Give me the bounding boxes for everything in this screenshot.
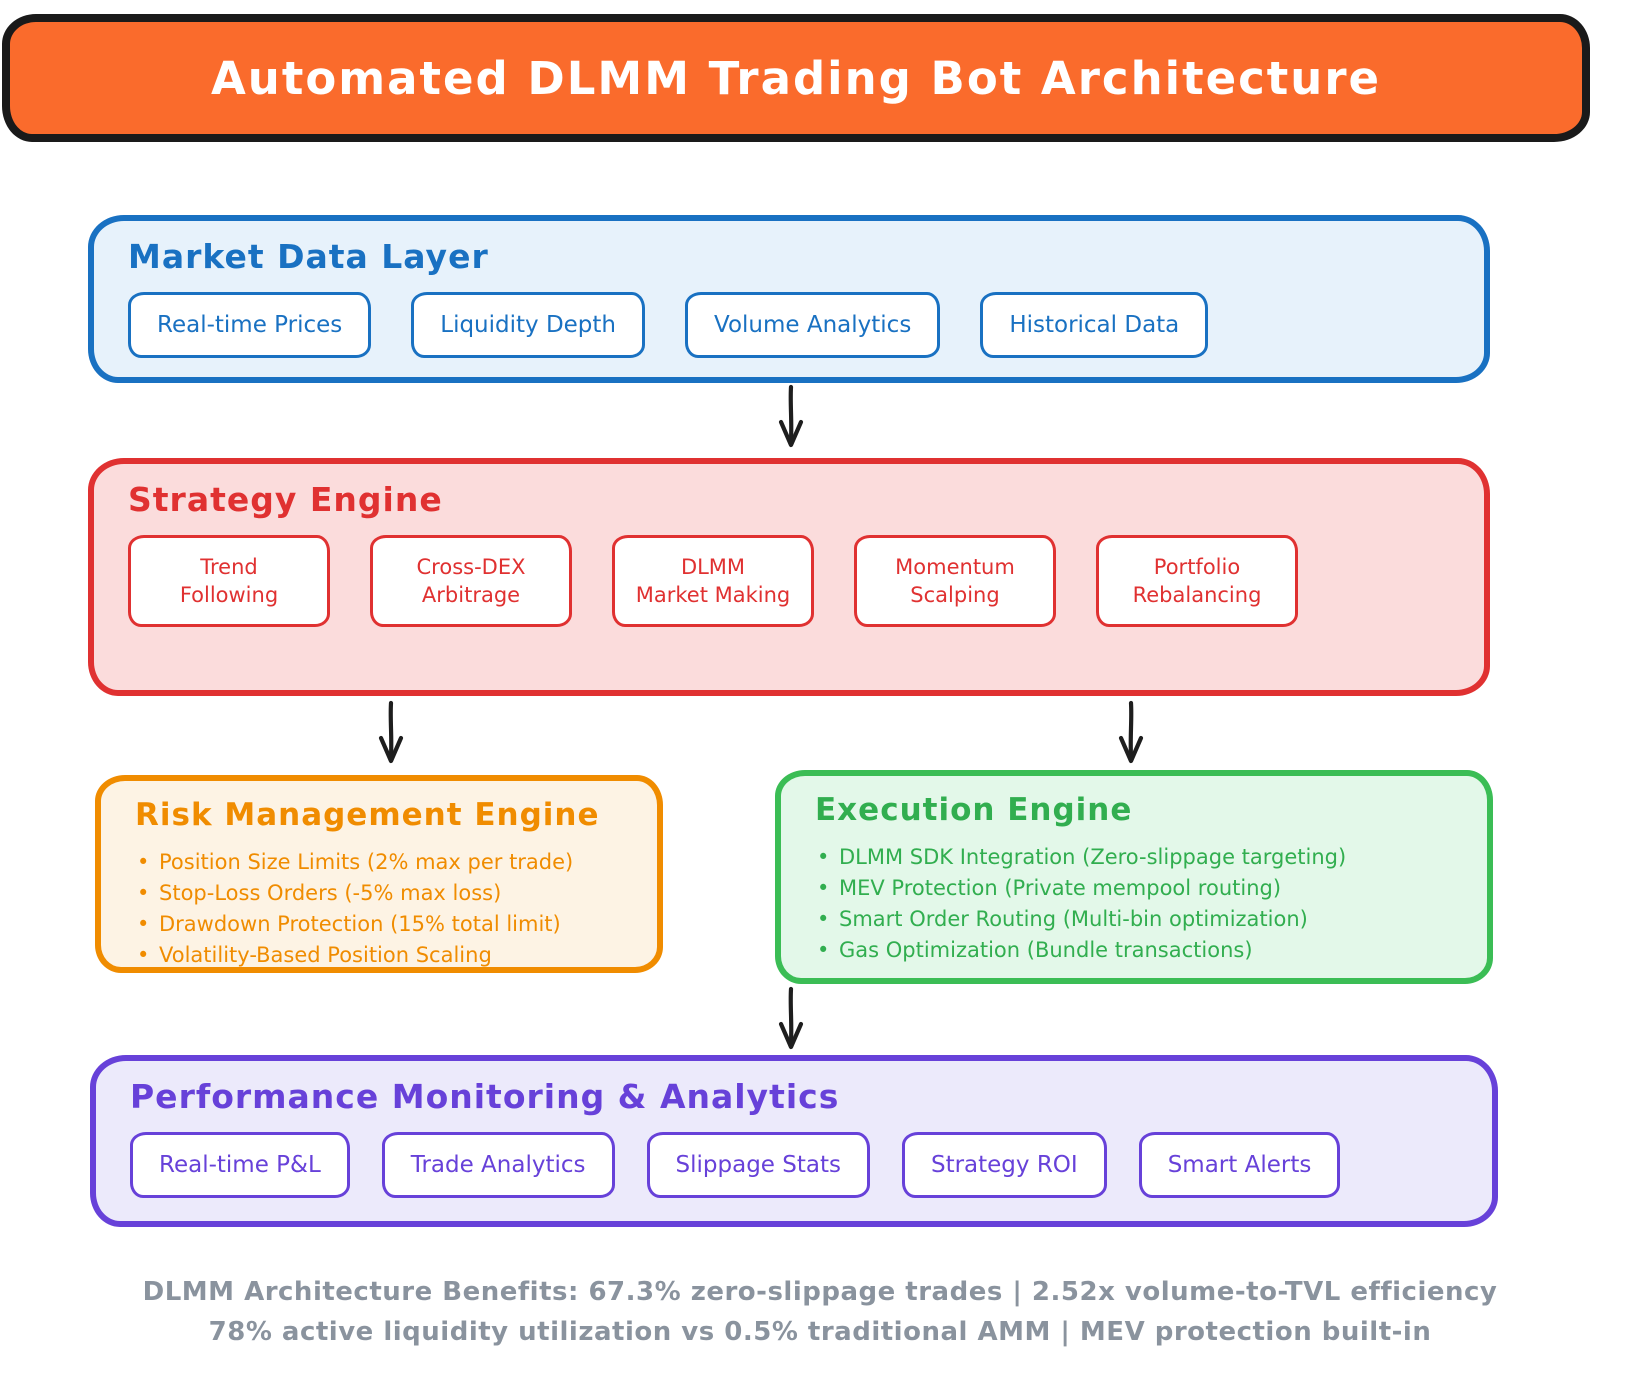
layer-strategy-engine: Strategy Engine Trend Following Cross-DE… bbox=[88, 458, 1490, 696]
risk-bullet: Drawdown Protection (15% total limit) bbox=[135, 909, 623, 940]
node-dlmm-market-making: DLMM Market Making bbox=[612, 535, 814, 627]
execution-bullet: MEV Protection (Private mempool routing) bbox=[815, 873, 1453, 904]
node-real-time-prices: Real-time Prices bbox=[128, 292, 372, 358]
execution-bullet-list: DLMM SDK Integration (Zero-slippage targ… bbox=[815, 842, 1453, 966]
arrow-execution-to-performance bbox=[776, 986, 806, 1052]
layer-market-data: Market Data Layer Real-time Prices Liqui… bbox=[88, 215, 1490, 383]
arrow-market-to-strategy bbox=[776, 384, 806, 450]
node-slippage-stats: Slippage Stats bbox=[646, 1132, 870, 1198]
execution-bullet: DLMM SDK Integration (Zero-slippage targ… bbox=[815, 842, 1453, 873]
arrow-down-icon bbox=[778, 986, 804, 1050]
node-strategy-roi: Strategy ROI bbox=[901, 1132, 1107, 1198]
strategy-title: Strategy Engine bbox=[128, 480, 443, 519]
node-cross-dex-arbitrage: Cross-DEX Arbitrage bbox=[370, 535, 572, 627]
risk-bullet: Position Size Limits (2% max per trade) bbox=[135, 847, 623, 878]
node-portfolio-rebalancing: Portfolio Rebalancing bbox=[1096, 535, 1298, 627]
layer-performance-monitoring: Performance Monitoring & Analytics Real-… bbox=[90, 1055, 1498, 1227]
risk-bullet-list: Position Size Limits (2% max per trade) … bbox=[135, 847, 623, 971]
node-trade-analytics: Trade Analytics bbox=[381, 1132, 615, 1198]
node-historical-data: Historical Data bbox=[980, 292, 1209, 358]
node-label-line: Trend bbox=[200, 554, 258, 579]
node-liquidity-depth: Liquidity Depth bbox=[411, 292, 646, 358]
node-label-line: Cross-DEX bbox=[416, 554, 526, 579]
arrow-strategy-to-risk bbox=[376, 700, 406, 766]
risk-bullet: Volatility-Based Position Scaling bbox=[135, 940, 623, 971]
arrow-down-icon bbox=[378, 700, 404, 764]
node-label-line: DLMM bbox=[680, 554, 746, 579]
performance-chip-row: Real-time P&L Trade Analytics Slippage S… bbox=[130, 1132, 1458, 1198]
node-label-line: Scalping bbox=[910, 583, 1000, 607]
execution-bullet: Smart Order Routing (Multi-bin optimizat… bbox=[815, 904, 1453, 935]
execution-title: Execution Engine bbox=[815, 792, 1133, 828]
node-volume-analytics: Volume Analytics bbox=[685, 292, 941, 358]
node-trend-following: Trend Following bbox=[128, 535, 330, 627]
risk-title: Risk Management Engine bbox=[135, 797, 600, 833]
layer-risk-management: Risk Management Engine Position Size Lim… bbox=[95, 775, 663, 973]
footer-benefits: DLMM Architecture Benefits: 67.3% zero-s… bbox=[0, 1272, 1640, 1353]
arrow-strategy-to-execution bbox=[1116, 700, 1146, 766]
footer-line-1: DLMM Architecture Benefits: 67.3% zero-s… bbox=[142, 1277, 1498, 1307]
node-label-line: Rebalancing bbox=[1132, 583, 1262, 607]
risk-bullet: Stop-Loss Orders (-5% max loss) bbox=[135, 878, 623, 909]
execution-bullet: Gas Optimization (Bundle transactions) bbox=[815, 935, 1453, 966]
node-label-line: Arbitrage bbox=[421, 583, 521, 607]
layer-execution-engine: Execution Engine DLMM SDK Integration (Z… bbox=[775, 770, 1493, 984]
performance-title: Performance Monitoring & Analytics bbox=[130, 1077, 840, 1116]
market-data-title: Market Data Layer bbox=[128, 237, 489, 276]
diagram-title: Automated DLMM Trading Bot Architecture bbox=[210, 51, 1382, 105]
node-smart-alerts: Smart Alerts bbox=[1138, 1132, 1341, 1198]
arrow-down-icon bbox=[1118, 700, 1144, 764]
strategy-chip-row: Trend Following Cross-DEX Arbitrage DLMM… bbox=[128, 535, 1450, 627]
node-label-line: Following bbox=[179, 583, 279, 607]
node-label-line: Market Making bbox=[635, 583, 791, 607]
node-label-line: Momentum bbox=[895, 554, 1015, 579]
node-label-line: Portfolio bbox=[1153, 554, 1241, 579]
node-momentum-scalping: Momentum Scalping bbox=[854, 535, 1056, 627]
node-real-time-pnl: Real-time P&L bbox=[130, 1132, 350, 1198]
arrow-down-icon bbox=[778, 384, 804, 448]
diagram-title-bar: Automated DLMM Trading Bot Architecture bbox=[2, 14, 1590, 142]
market-data-chip-row: Real-time Prices Liquidity Depth Volume … bbox=[128, 292, 1450, 358]
footer-line-2: 78% active liquidity utilization vs 0.5%… bbox=[208, 1317, 1432, 1348]
